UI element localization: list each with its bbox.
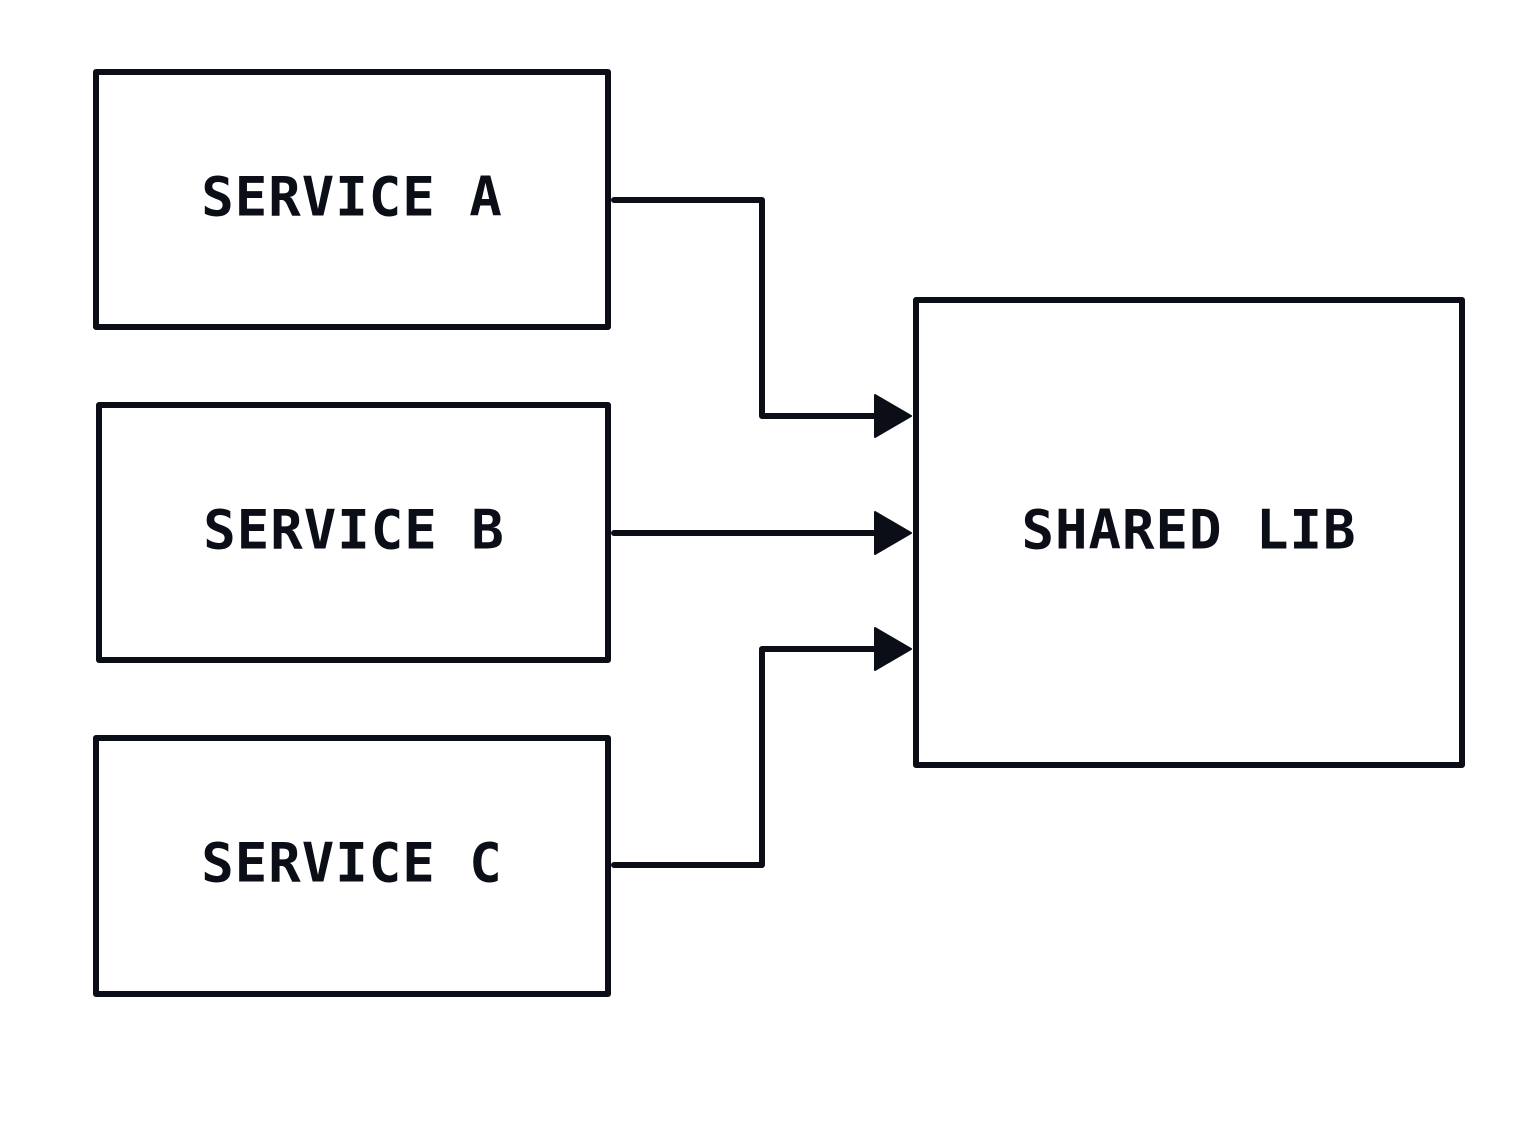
edge-service-a-line	[611, 197, 879, 419]
edge-service-c-line	[611, 646, 879, 868]
node-service-b-label: SERVICE B	[203, 499, 505, 562]
node-service-a-label: SERVICE A	[201, 166, 503, 229]
node-service-c: SERVICE C	[93, 735, 611, 997]
edge-service-a-arrowhead	[874, 394, 912, 438]
edge-service-c-arrowhead	[874, 627, 912, 671]
edge-service-b-to-shared-lib	[611, 511, 912, 555]
node-service-c-label: SERVICE C	[201, 832, 503, 895]
node-service-c-box	[93, 735, 611, 997]
node-service-b: SERVICE B	[96, 402, 611, 663]
node-shared-lib-box	[913, 297, 1465, 768]
edge-service-c-to-shared-lib	[611, 627, 912, 868]
edge-service-a-to-shared-lib	[611, 197, 912, 438]
node-shared-lib: SHARED LIB	[913, 297, 1465, 768]
node-shared-lib-label: SHARED LIB	[1021, 499, 1356, 562]
node-service-a-box	[93, 69, 611, 330]
node-service-a: SERVICE A	[93, 69, 611, 330]
node-service-b-box	[96, 402, 611, 663]
edge-service-b-arrowhead	[874, 511, 912, 555]
